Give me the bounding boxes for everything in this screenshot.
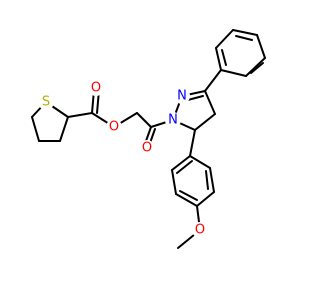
bond [256, 34, 266, 59]
thiolane-ring [31, 101, 69, 142]
bond [179, 190, 198, 201]
bond [220, 69, 247, 77]
atom-labels: S O O O N N O [38, 80, 208, 238]
bond [31, 116, 40, 142]
bond [136, 112, 152, 128]
bond [221, 49, 227, 66]
bond [250, 62, 264, 74]
imine-nitrogen: N [177, 89, 187, 104]
bond [189, 155, 211, 169]
bond [176, 160, 193, 174]
ester-oxygen: O [109, 120, 119, 135]
bond [67, 112, 93, 118]
phenyl-ring [204, 29, 266, 92]
bond [232, 29, 258, 36]
bond [171, 169, 177, 195]
bond [204, 69, 222, 92]
sulfur-atom: S [42, 95, 50, 110]
bond [59, 116, 69, 142]
structure-diagram: S O O O N N O [31, 29, 266, 249]
bond [194, 113, 216, 131]
amide-nitrogen: N [168, 113, 178, 128]
ester-carbonyl-oxygen: O [91, 81, 101, 96]
bond [215, 29, 234, 49]
bond [205, 170, 209, 190]
bond [171, 155, 191, 171]
bond [149, 128, 156, 144]
bond [235, 35, 253, 41]
bond [215, 47, 222, 71]
bond [204, 90, 216, 115]
bond [145, 126, 152, 142]
bond [175, 193, 198, 207]
bond [189, 129, 196, 157]
methoxy-oxygen: O [195, 223, 205, 238]
bond [209, 167, 215, 193]
bond [196, 191, 215, 207]
molecule-canvas: S O O O N N O [31, 29, 266, 249]
bond [245, 57, 266, 77]
methoxyphenyl-ring [171, 129, 215, 249]
amide-oxygen: O [142, 141, 152, 156]
